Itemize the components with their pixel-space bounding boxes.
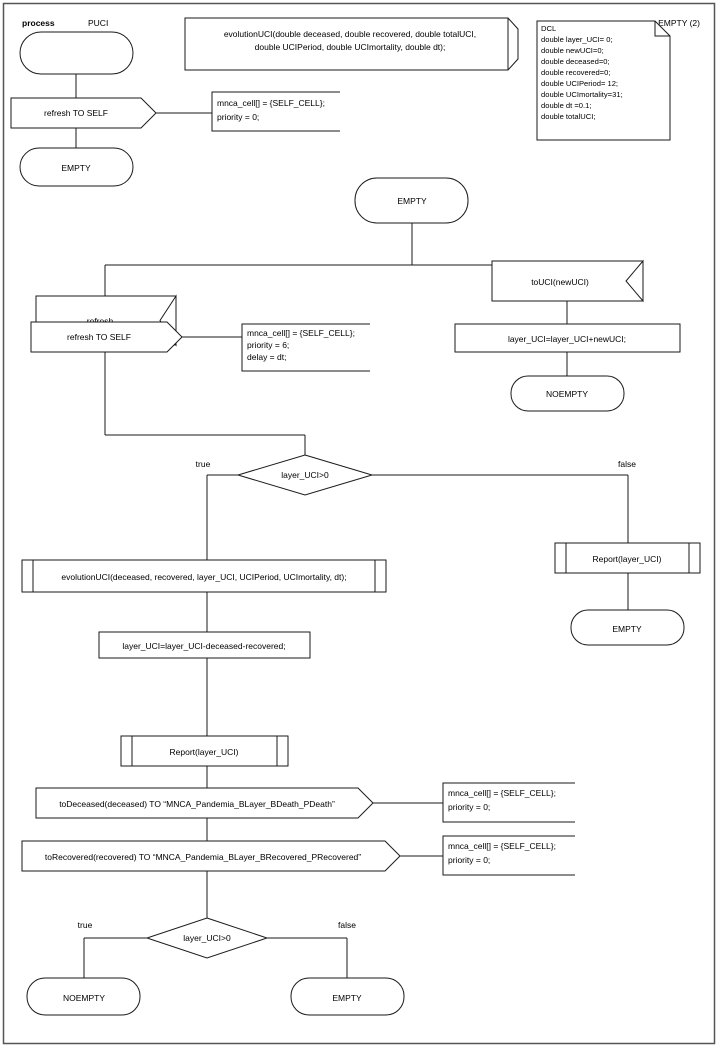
comment-box-4-line1: mnca_cell[] = {SELF_CELL}; — [448, 841, 556, 851]
dcl-line-0: double layer_UCI= 0; — [541, 35, 613, 44]
state-noempty-final[interactable] — [26, 977, 141, 1016]
output-refresh-to-self-top[interactable] — [10, 97, 157, 129]
task-layer-uci-add-label: layer_UCI=layer_UCI+newUCI; — [508, 334, 626, 344]
state-empty-false-label: EMPTY — [612, 624, 642, 634]
page-label: EMPTY (2) — [658, 18, 700, 28]
state-noempty-right-label: NOEMPTY — [546, 389, 588, 399]
comment-box-2-line2: priority = 6; — [247, 340, 289, 350]
call-report-true[interactable] — [120, 735, 289, 767]
decision-1-true-label: true — [196, 459, 211, 469]
state-empty-false[interactable] — [570, 609, 685, 646]
dcl-line-2: double deceased=0; — [541, 57, 610, 66]
output-refresh-to-self-left-label: refresh TO SELF — [67, 332, 131, 342]
call-report-false-label: Report(layer_UCI) — [593, 554, 662, 564]
process-keyword: process — [22, 18, 55, 28]
state-noempty-final-label: NOEMPTY — [63, 993, 105, 1003]
dcl-line-5: double UCImortality=31; — [541, 90, 623, 99]
comment-box-4 — [442, 835, 575, 876]
decision-2-true-label: true — [78, 920, 93, 930]
decision-layer-uci-1[interactable] — [236, 454, 374, 496]
dcl-line-7: double totalUCI; — [541, 112, 595, 121]
state-empty-center-label: EMPTY — [397, 196, 427, 206]
dcl-line-4: double UCIPeriod= 12; — [541, 79, 618, 88]
comment-box-2-line1: mnca_cell[] = {SELF_CELL}; — [247, 328, 355, 338]
comment-box-3 — [442, 782, 575, 823]
dcl-title: DCL — [541, 24, 556, 33]
comment-box-3-line1: mnca_cell[] = {SELF_CELL}; — [448, 788, 556, 798]
output-torecovered-label: toRecovered(recovered) TO “MNCA_Pandemia… — [45, 852, 361, 862]
call-report-true-label: Report(layer_UCI) — [170, 747, 239, 757]
call-evolution-uci-label: evolutionUCI(deceased, recovered, layer_… — [61, 572, 346, 582]
comment-box-1 — [211, 91, 340, 132]
call-report-false[interactable] — [554, 542, 701, 574]
dcl-line-6: double dt =0.1; — [541, 101, 591, 110]
dcl-box — [536, 20, 671, 141]
state-noempty-right[interactable] — [510, 375, 625, 412]
state-empty-final-label: EMPTY — [332, 993, 362, 1003]
state-empty-top[interactable] — [19, 147, 134, 187]
comment-box-1-line1: mnca_cell[] = {SELF_CELL}; — [217, 98, 325, 108]
process-name: PUCI — [88, 18, 108, 28]
output-refresh-to-self-top-label: refresh TO SELF — [44, 108, 108, 118]
dcl-line-3: double recovered=0; — [541, 68, 610, 77]
procedure-signature-line2: double UCIPeriod, double UCImortality, d… — [255, 42, 446, 52]
comment-box-3-line2: priority = 0; — [448, 802, 490, 812]
decision-layer-uci-2[interactable] — [145, 917, 269, 959]
comment-box-2 — [241, 323, 370, 372]
comment-box-1-line2: priority = 0; — [217, 112, 259, 122]
input-touci-notch — [625, 259, 644, 303]
input-refresh-label: refresh — [87, 316, 114, 326]
output-torecovered[interactable] — [21, 840, 401, 872]
state-empty-final[interactable] — [290, 977, 405, 1016]
call-evolution-uci[interactable] — [21, 559, 387, 593]
state-start[interactable] — [19, 31, 134, 75]
dcl-line-1: double newUCI=0; — [541, 46, 604, 55]
output-todeceased[interactable] — [35, 787, 374, 819]
task-layer-uci-sub[interactable] — [98, 631, 311, 659]
decision-layer-uci-2-label: layer_UCI>0 — [183, 933, 231, 943]
input-touci-label: toUCI(newUCI) — [531, 277, 589, 287]
decision-layer-uci-1-label: layer_UCI>0 — [281, 470, 329, 480]
decision-1-false-label: false — [618, 459, 636, 469]
comment-box-4-line2: priority = 0; — [448, 855, 490, 865]
dcl-box-fold — [654, 21, 670, 37]
procedure-signature-line1: evolutionUCI(double deceased, double rec… — [224, 29, 476, 39]
task-layer-uci-add[interactable] — [454, 323, 681, 353]
comment-box-2-line3: delay = dt; — [247, 352, 286, 362]
state-empty-top-label: EMPTY — [61, 163, 91, 173]
task-layer-uci-sub-label: layer_UCI=layer_UCI-deceased-recovered; — [122, 641, 285, 651]
output-todeceased-label: toDeceased(deceased) TO “MNCA_Pandemia_B… — [59, 799, 335, 809]
decision-2-false-label: false — [338, 920, 356, 930]
output-refresh-to-self-left[interactable] — [30, 321, 183, 353]
